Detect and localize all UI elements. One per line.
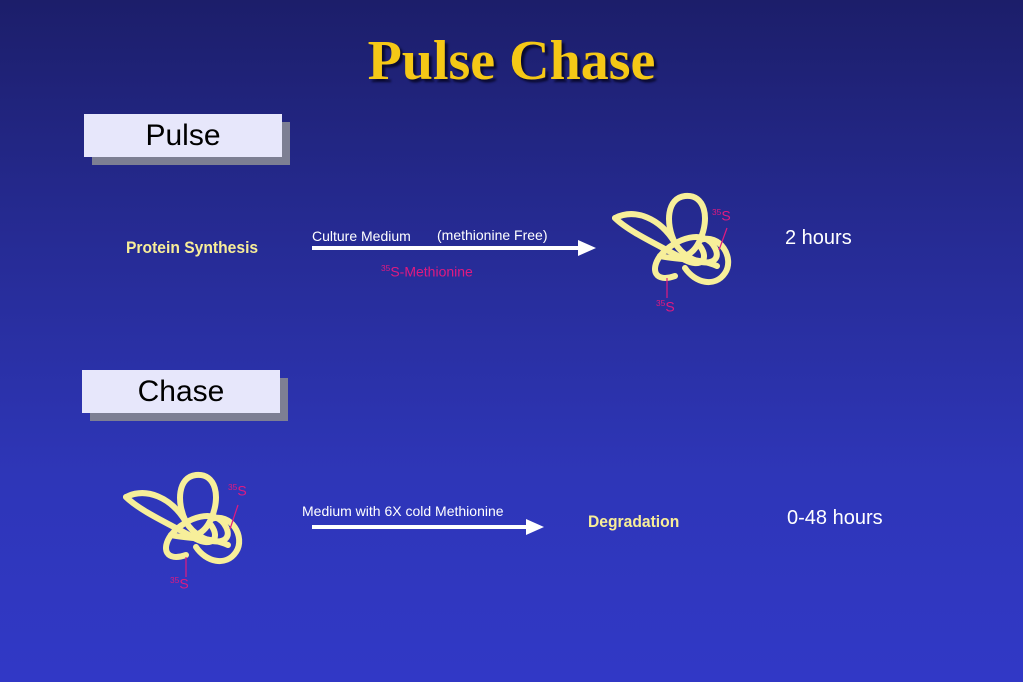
pulse-label-box: Pulse <box>84 114 282 157</box>
labeled-protein-icon <box>612 192 732 298</box>
degradation-label: Degradation <box>588 512 680 531</box>
isotope-marker-sup: 35 <box>712 207 722 217</box>
s35-methionine-label: 35S-Methionine <box>381 263 473 280</box>
pulse-arrow <box>312 240 596 256</box>
pulse-duration: 2 hours <box>785 227 852 249</box>
labeled-protein-icon <box>123 471 243 577</box>
chase-label-box: Chase <box>82 370 280 413</box>
methionine-free-label: (methionine Free) <box>437 227 548 243</box>
isotope-marker-base: S <box>237 482 247 499</box>
isotope-marker-top: 35S <box>712 207 731 224</box>
isotope-marker-bottom: 35S <box>656 298 675 315</box>
isotope-marker-base: S <box>721 207 731 224</box>
page-title: Pulse Chase <box>367 30 656 92</box>
protein-synthesis-label: Protein Synthesis <box>126 238 259 257</box>
isotope-marker-sup: 35 <box>228 482 238 492</box>
isotope-superscript: 35 <box>381 263 391 273</box>
isotope-label: S-Methionine <box>390 263 473 280</box>
chase-arrow <box>312 519 544 535</box>
isotope-marker-top: 35S <box>228 482 247 499</box>
isotope-marker-sup: 35 <box>656 298 666 308</box>
chase-medium-label: Medium with 6X cold Methionine <box>302 503 504 519</box>
isotope-marker-base: S <box>179 575 189 592</box>
isotope-marker-sup: 35 <box>170 575 180 585</box>
isotope-marker-base: S <box>665 298 675 315</box>
culture-medium-label: Culture Medium <box>312 228 411 244</box>
isotope-marker-bottom: 35S <box>170 575 189 592</box>
chase-duration: 0-48 hours <box>787 507 883 529</box>
